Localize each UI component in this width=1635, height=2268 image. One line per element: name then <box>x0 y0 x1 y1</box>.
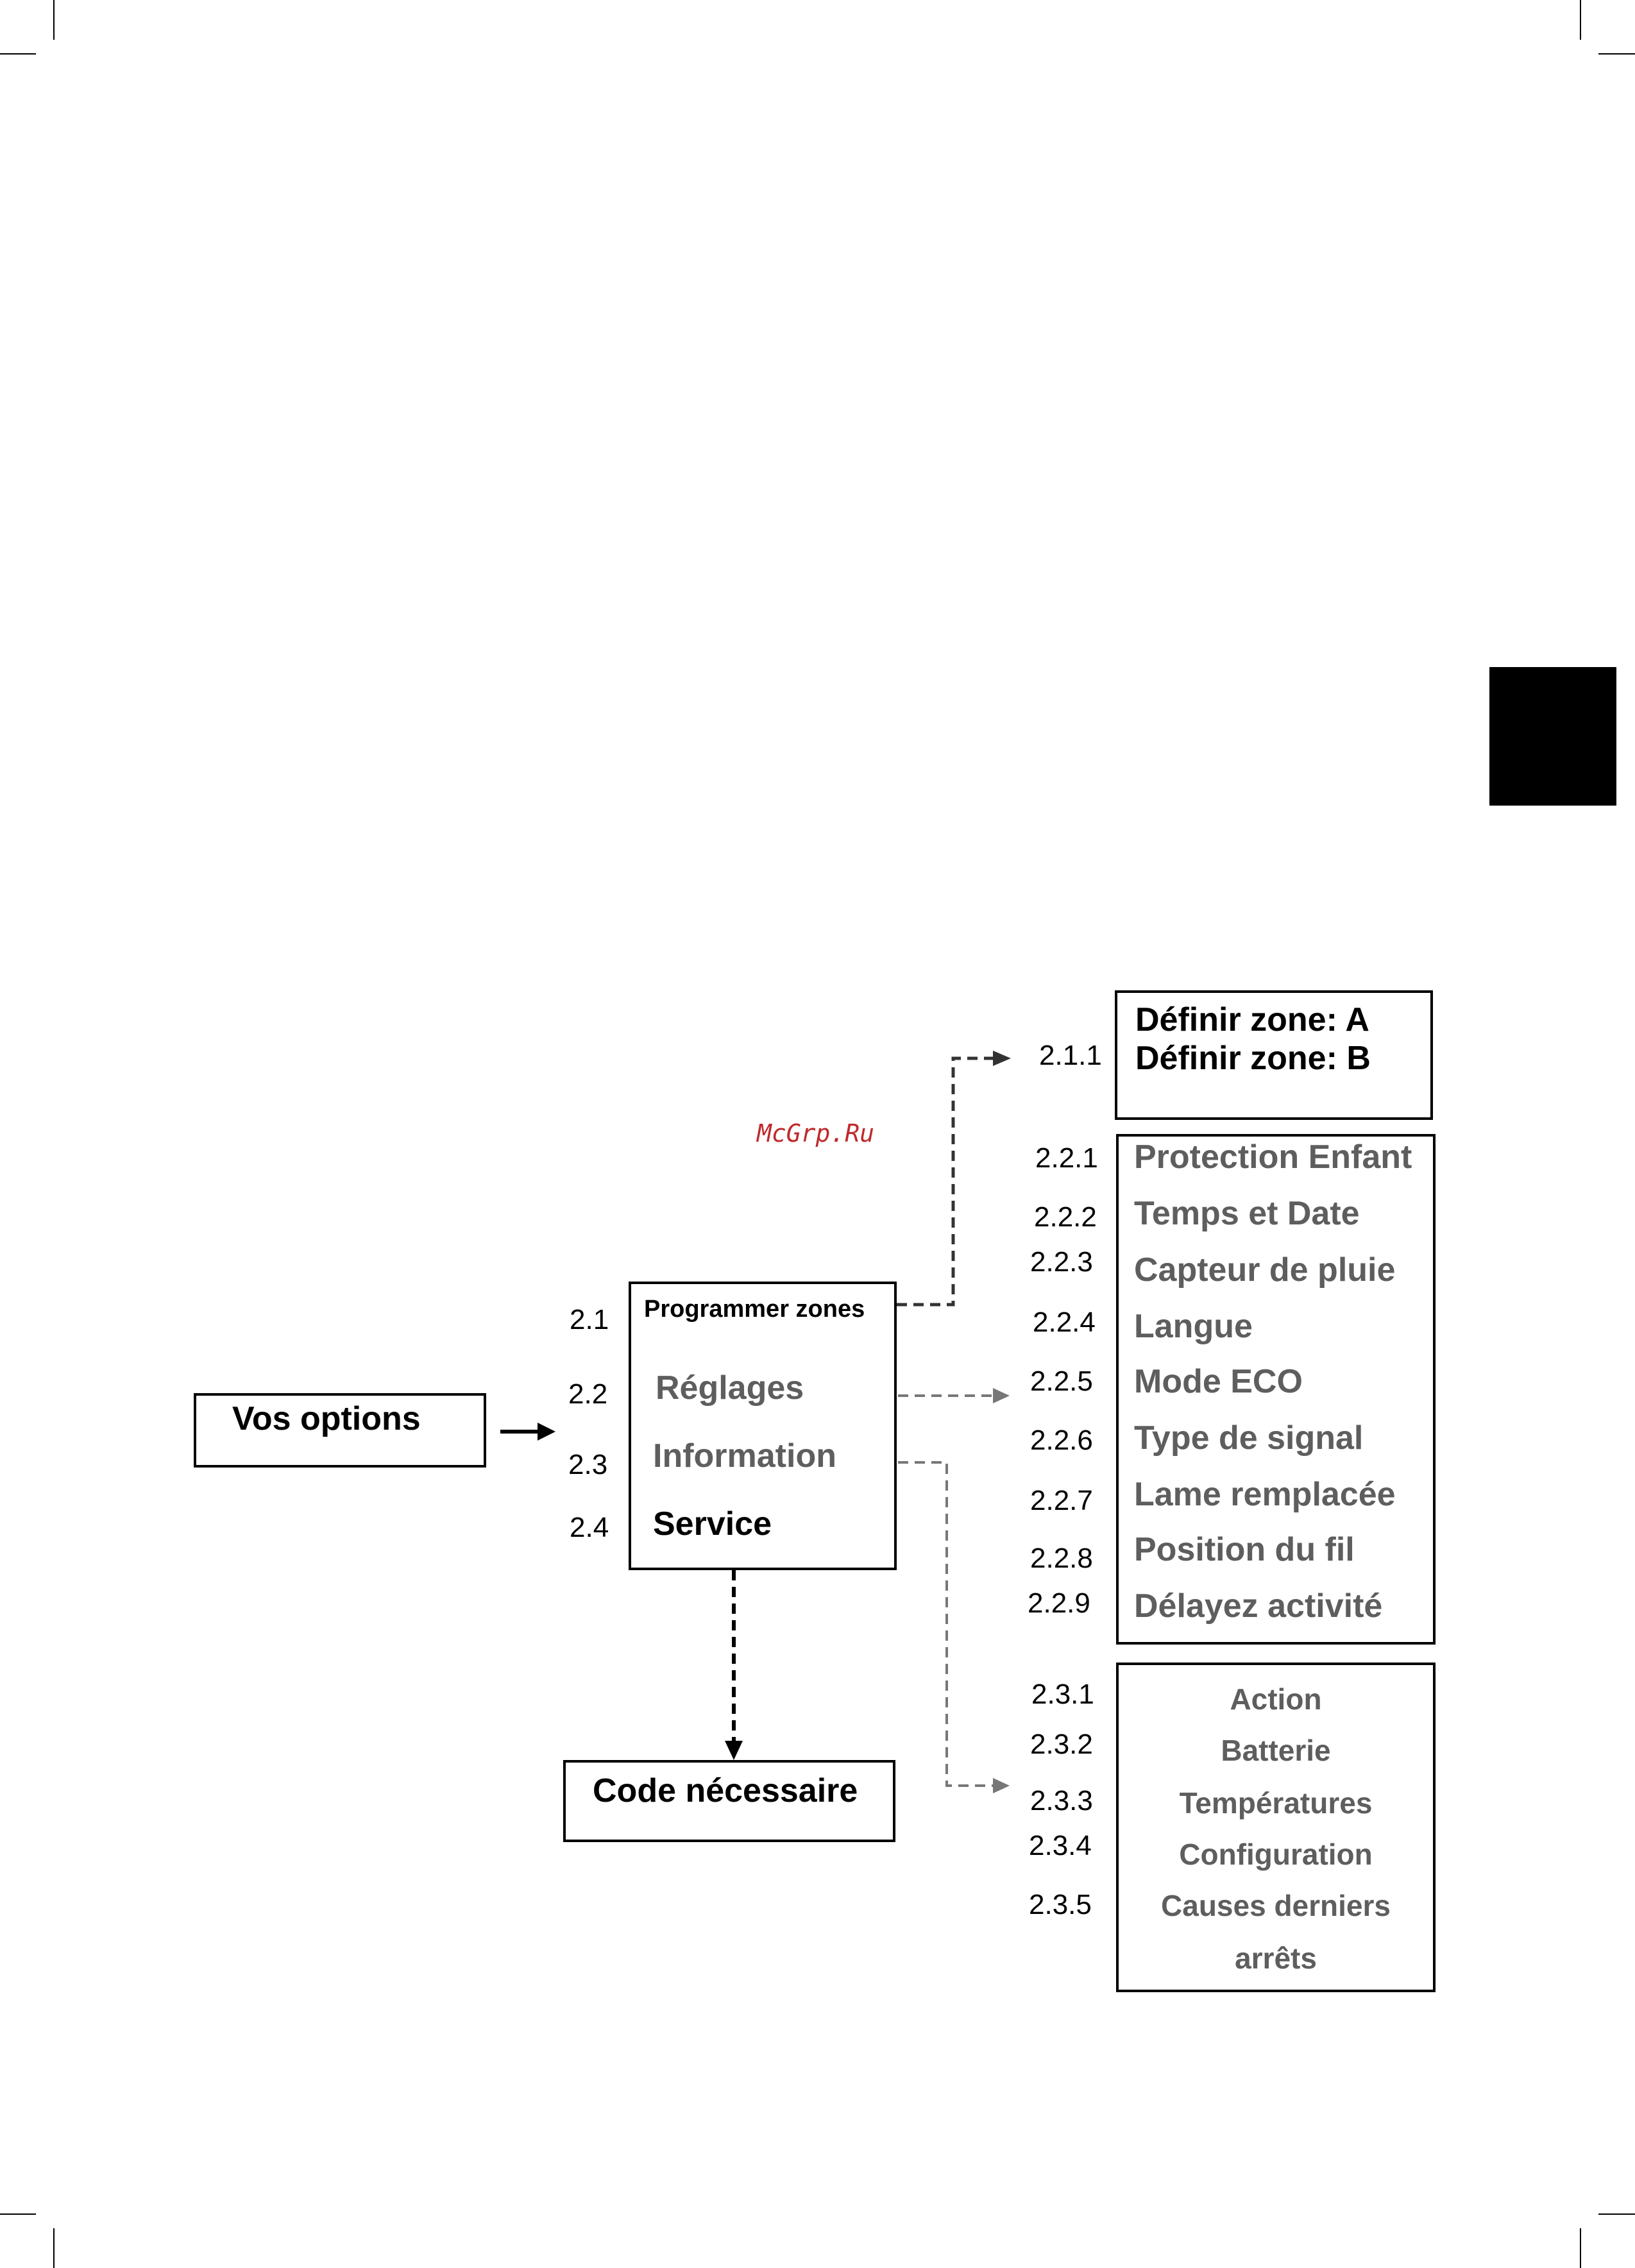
menu-num-2-3: 2.3 <box>568 1449 608 1480</box>
arrowhead-code <box>725 1741 743 1760</box>
setting-protection-enfant[interactable]: Protection Enfant <box>1134 1138 1412 1176</box>
zone-a-label: Définir zone: A <box>1135 1001 1369 1038</box>
settings-num-6: 2.2.6 <box>1030 1425 1093 1456</box>
settings-num-9: 2.2.9 <box>1028 1587 1090 1619</box>
information-box: Action Batterie Températures Configurati… <box>1116 1663 1436 1992</box>
arrowhead-zones <box>993 1051 1011 1066</box>
settings-num-5: 2.2.5 <box>1030 1366 1093 1397</box>
menu-item-information[interactable]: Information <box>653 1437 836 1475</box>
setting-position-du-fil[interactable]: Position du fil <box>1134 1531 1355 1568</box>
menu-item-programmer-zones[interactable]: Programmer zones <box>644 1296 865 1323</box>
settings-num-4: 2.2.4 <box>1033 1307 1096 1338</box>
arrowhead-settings <box>993 1388 1010 1403</box>
arrow-to-zones <box>897 1056 993 1307</box>
settings-num-3: 2.2.3 <box>1030 1246 1093 1278</box>
info-configuration[interactable]: Configuration <box>1179 1838 1373 1871</box>
options-menu-box: Programmer zones Réglages Information Se… <box>629 1282 897 1570</box>
menu-item-reglages[interactable]: Réglages <box>656 1369 804 1407</box>
code-required-label: Code nécessaire <box>593 1772 858 1809</box>
chapter-tab <box>1489 667 1616 806</box>
setting-langue[interactable]: Langue <box>1134 1308 1253 1345</box>
watermark-text: McGrp.Ru <box>757 1119 875 1147</box>
info-causes-derniers[interactable]: Causes derniers <box>1161 1889 1391 1922</box>
info-num-2: 2.3.2 <box>1030 1729 1093 1760</box>
zones-num: 2.1.1 <box>1039 1040 1102 1071</box>
settings-num-8: 2.2.8 <box>1030 1543 1093 1574</box>
info-num-4: 2.3.4 <box>1029 1830 1092 1861</box>
setting-type-de-signal[interactable]: Type de signal <box>1134 1419 1364 1457</box>
zone-b-label: Définir zone: B <box>1135 1040 1371 1077</box>
zones-box: Définir zone: A Définir zone: B <box>1115 990 1433 1120</box>
info-batterie[interactable]: Batterie <box>1221 1734 1331 1767</box>
info-num-3: 2.3.3 <box>1030 1785 1093 1816</box>
code-required-box: Code nécessaire <box>563 1760 895 1842</box>
menu-num-2-2: 2.2 <box>568 1378 608 1410</box>
settings-num-2: 2.2.2 <box>1034 1201 1097 1233</box>
info-num-5: 2.3.5 <box>1029 1889 1092 1920</box>
setting-delayez-activite[interactable]: Délayez activité <box>1134 1587 1383 1625</box>
setting-temps-et-date[interactable]: Temps et Date <box>1134 1195 1360 1232</box>
setting-lame-remplacee[interactable]: Lame remplacée <box>1134 1476 1396 1513</box>
setting-capteur-de-pluie[interactable]: Capteur de pluie <box>1134 1251 1396 1289</box>
setting-mode-eco[interactable]: Mode ECO <box>1134 1363 1303 1400</box>
settings-num-7: 2.2.7 <box>1030 1485 1093 1516</box>
info-causes-derniers-continued: arrêts <box>1235 1942 1317 1975</box>
arrowhead-information <box>993 1778 1010 1793</box>
arrow-root-to-menu <box>500 1423 555 1441</box>
menu-item-service[interactable]: Service <box>653 1505 772 1543</box>
menu-num-2-4: 2.4 <box>570 1512 609 1543</box>
root-box: Vos options <box>194 1393 486 1468</box>
settings-box: Protection Enfant Temps et Date Capteur … <box>1116 1134 1436 1645</box>
root-label: Vos options <box>232 1400 421 1437</box>
settings-num-1: 2.2.1 <box>1035 1142 1098 1174</box>
arrow-to-information <box>898 1461 993 1787</box>
info-temperatures[interactable]: Températures <box>1179 1786 1373 1820</box>
info-num-1: 2.3.1 <box>1031 1679 1094 1710</box>
menu-num-2-1: 2.1 <box>570 1304 609 1335</box>
info-action[interactable]: Action <box>1230 1682 1322 1716</box>
